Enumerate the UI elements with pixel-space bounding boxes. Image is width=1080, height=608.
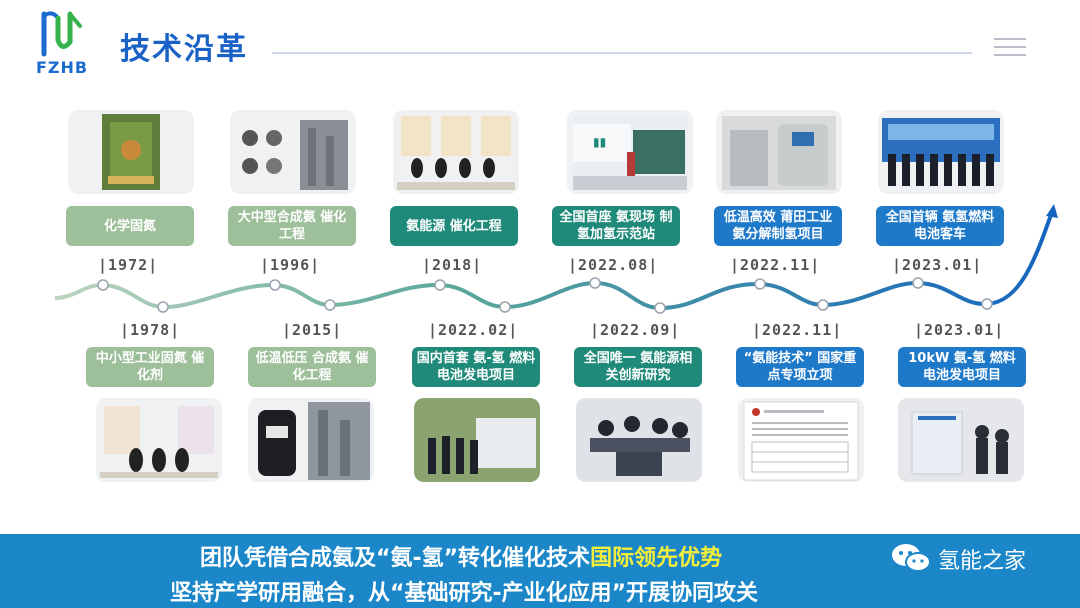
bottom-label-5: “氨能技术” 国家重点专项立项 — [736, 347, 864, 387]
timeline-node — [97, 279, 109, 291]
bottom-label-4: 全国唯一 氨能源相 关创新研究 — [574, 347, 702, 387]
photo-innovation-research — [576, 398, 702, 482]
photo-fuel-cell-bus — [878, 110, 1004, 194]
timeline-node — [499, 301, 511, 313]
top-year-2: |1996| — [260, 256, 321, 274]
photo-low-pressure-plant — [248, 398, 374, 482]
top-year-6: |2023.01| — [892, 256, 983, 274]
photo-chemical-nitrogen — [68, 110, 194, 194]
photo-catalyst — [96, 398, 222, 482]
photo-ammonia-decomposition — [716, 110, 842, 194]
company-logo: FZHB — [22, 6, 102, 78]
top-label-1: 化学固氮 — [66, 206, 194, 246]
bottom-year-5: |2022.11| — [752, 321, 843, 339]
top-label-2: 大中型合成氨 催化工程 — [228, 206, 356, 246]
page-title: 技术沿革 — [120, 32, 248, 67]
top-year-4: |2022.08| — [568, 256, 659, 274]
timeline-node — [754, 278, 766, 290]
logo-text: FZHB — [35, 58, 89, 77]
brand-name: 氢能之家 — [938, 549, 1027, 574]
top-year-5: |2022.11| — [730, 256, 821, 274]
title-divider — [272, 52, 972, 54]
photo-hydrogen-station: ▮▮ — [567, 110, 693, 194]
svg-text:▮▮: ▮▮ — [593, 135, 606, 149]
photo-10kw-fuel-cell — [898, 398, 1024, 482]
timeline-node — [157, 301, 169, 313]
footer-highlight: 国际领先优势 — [590, 546, 723, 571]
bottom-label-6: 10kW 氨-氢 燃料电池发电项目 — [898, 347, 1026, 387]
menu-icon[interactable] — [994, 38, 1026, 62]
logo-mark-icon — [41, 11, 82, 57]
footer-line-2: 坚持产学研用融合，从“基础研究-产业化应用”开展协同攻关 — [170, 581, 759, 606]
timeline-node — [654, 302, 666, 314]
timeline-node — [434, 279, 446, 291]
top-label-5: 低温高效 莆田工业 氨分解制氢项目 — [714, 206, 842, 246]
bottom-label-1: 中小型工业固氮 催化剂 — [86, 347, 214, 387]
top-year-1: |1972| — [98, 256, 159, 274]
arrow-head-icon — [1046, 204, 1058, 218]
photo-ammonia-plant — [230, 110, 356, 194]
bottom-label-3: 国内首套 氨-氢 燃料电池发电项目 — [412, 347, 540, 387]
timeline-node — [912, 277, 924, 289]
bottom-year-1: |1978| — [120, 321, 181, 339]
timeline-node — [817, 299, 829, 311]
wechat-icon — [890, 541, 932, 575]
photo-fuel-cell-power — [414, 398, 540, 482]
photo-national-project-doc — [738, 398, 864, 482]
timeline-node — [269, 279, 281, 291]
bottom-year-4: |2022.09| — [590, 321, 681, 339]
photo-ammonia-energy — [393, 110, 519, 194]
bottom-year-3: |2022.02| — [428, 321, 519, 339]
bottom-year-2: |2015| — [282, 321, 343, 339]
bottom-label-2: 低温低压 合成氨 催化工程 — [248, 347, 376, 387]
top-label-4: 全国首座 氨现场 制氢加氢示范站 — [552, 206, 680, 246]
bottom-year-6: |2023.01| — [914, 321, 1005, 339]
timeline-node — [589, 277, 601, 289]
timeline-node — [981, 298, 993, 310]
footer-line-1: 团队凭借合成氨及“氨-氢”转化催化技术国际领先优势 — [200, 540, 722, 572]
top-label-6: 全国首辆 氨氢燃料电池客车 — [876, 206, 1004, 246]
timeline-node — [324, 299, 336, 311]
top-label-3: 氨能源 催化工程 — [390, 206, 518, 246]
footer-line-1-prefix: 团队凭借合成氨及“氨-氢”转化催化技术 — [200, 546, 591, 571]
top-year-3: |2018| — [422, 256, 483, 274]
